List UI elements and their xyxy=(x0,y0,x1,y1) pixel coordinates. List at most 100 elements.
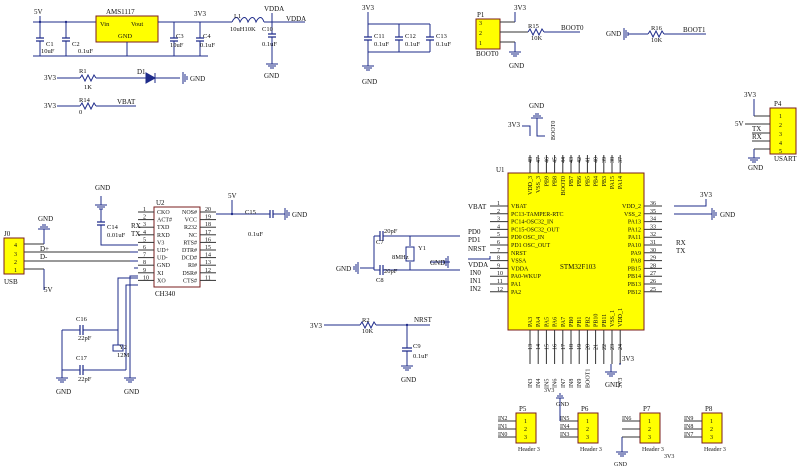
p6-caption: Header 3 xyxy=(580,447,602,453)
j0-body xyxy=(3,237,25,275)
p7-pin-3: 3 xyxy=(648,435,651,441)
usb-dplus-label: D+ xyxy=(40,245,49,253)
u1-pin-14-number: 14 xyxy=(536,344,542,350)
c12-value: 0.1uF xyxy=(405,41,420,48)
u1-boot0-net: BOOT0 xyxy=(551,121,557,140)
net-5v-label: 5V xyxy=(34,8,43,16)
net-vdda-label-right: VDDA xyxy=(286,15,306,23)
u2-pin-20-name: NOS# xyxy=(182,210,197,216)
u1-pin-41-name: PB5 xyxy=(585,176,591,186)
u1-pin-7-name: NRST xyxy=(511,251,527,257)
u2-pin-17-number: 17 xyxy=(205,230,211,236)
p4-net-5v: 5V xyxy=(735,120,744,128)
p6-pin-2: 2 xyxy=(586,427,589,433)
p1-gnd-label: GND xyxy=(509,62,524,70)
u1-ref: U1 xyxy=(496,166,505,174)
l1-ref: L1 xyxy=(234,13,241,20)
c17-ref: C17 xyxy=(76,355,88,362)
u1-pin-27-number: 27 xyxy=(650,271,656,277)
p6-net-in3: IN3 xyxy=(560,432,569,438)
u1-pin-3-name: PC14-OSC32_IN xyxy=(511,220,554,226)
u1-pin-33-number: 33 xyxy=(650,224,656,230)
u2-pin-7-number: 7 xyxy=(143,253,146,259)
u2-pin-20-number: 20 xyxy=(205,207,211,213)
u1-body xyxy=(507,172,645,331)
osc-gnd-label: GND xyxy=(336,265,351,273)
regulator-body xyxy=(95,15,159,43)
c7-ref: C7 xyxy=(376,239,384,246)
p4-pin-5: 5 xyxy=(779,149,782,155)
usart-header: P4 1 2 3 4 5 USART 3V3 5V TX RX GND xyxy=(735,91,797,172)
led-d1-symbol xyxy=(145,72,157,84)
u2-pin-10-number: 10 xyxy=(143,275,149,281)
power-supply-section: 5V C1 10uF C2 0.1uF AMS1117 Vin Vout GND… xyxy=(33,5,306,80)
c12-ref: C12 xyxy=(405,33,416,40)
u1-pin-28-name: PB15 xyxy=(628,266,641,272)
reset-3v3-label: 3V3 xyxy=(310,322,323,330)
u1-pin-29-name: PA8 xyxy=(631,259,641,265)
u1-pin-28-number: 28 xyxy=(650,263,656,269)
u1-pin-2-name: PC13-TAMPER-RTC xyxy=(511,212,564,218)
u1-top-gnd-label: GND xyxy=(529,102,544,110)
u1-pin-5-number: 5 xyxy=(497,232,500,238)
c14-ref: C14 xyxy=(107,224,119,231)
p6-body xyxy=(577,412,599,444)
led-gnd-label: GND xyxy=(190,75,205,83)
r14-value: 0 xyxy=(79,109,82,116)
osc-pd0-net: PD0 xyxy=(468,228,481,236)
u2-pin-4-number: 4 xyxy=(143,230,146,236)
u2-name: CH340 xyxy=(155,290,176,298)
u2-net-tx: TX xyxy=(131,230,140,238)
u1-pin-31-number: 31 xyxy=(650,240,656,246)
p1-3v3-label: 3V3 xyxy=(514,4,527,12)
u2-pin-4-name: RXD xyxy=(157,233,170,239)
u2-pin-19-number: 19 xyxy=(205,215,211,221)
p7-net-in6: IN6 xyxy=(622,416,631,422)
u1-pin-19-net: IN9 xyxy=(577,379,583,388)
u1-pin-45-number: 45 xyxy=(553,157,559,163)
u1-pin-38-name: PA15 xyxy=(610,176,616,189)
p4-net-tx: TX xyxy=(752,125,761,133)
u2-ref: U2 xyxy=(156,199,165,207)
u1-pin-3-number: 3 xyxy=(497,217,500,223)
u1-bottom-3v3-label: 3V3 xyxy=(622,355,635,363)
u1-pin-25-name: PB12 xyxy=(628,290,641,296)
u2-pin-3-name: TXD xyxy=(157,225,170,231)
u2-pin-13-name: RI# xyxy=(188,263,197,269)
u2-pin-2-number: 2 xyxy=(143,215,146,221)
p4-net-3v3: 3V3 xyxy=(744,91,757,99)
c7-value: 20pF xyxy=(384,228,398,235)
decouple-3v3-label: 3V3 xyxy=(362,4,375,12)
p6-pin-1: 1 xyxy=(586,419,589,425)
u1-pin-4-name: PC15-OSC32_OUT xyxy=(511,227,560,233)
u2-pin-15-name: DTR# xyxy=(182,248,197,254)
mcu-oscillator: C7 20pF C8 20pF GND Y1 8MHz GND PD0 PD1 xyxy=(336,228,481,284)
p8-net-in9: IN9 xyxy=(684,416,693,422)
u1-right-tx-net: TX xyxy=(676,247,685,255)
u1-pin-14-name: PA4 xyxy=(536,317,542,327)
usb-gnd-label: GND xyxy=(38,215,53,223)
u1-pin-6-name: PD1 OSC_OUT xyxy=(511,243,551,249)
u1-pin-19-number: 19 xyxy=(577,344,583,350)
u1-pin-17-name: PA7 xyxy=(561,317,567,327)
j0-caption: USB xyxy=(4,278,18,286)
u1-pin-1-number: 1 xyxy=(497,201,500,207)
r16-value: 10K xyxy=(651,37,663,44)
u2-pin-15-number: 15 xyxy=(205,245,211,251)
led-circuit: 3V3 R1 1K D1 GND xyxy=(44,68,205,91)
u1-pin-12-number: 12 xyxy=(497,287,503,293)
usb-dminus-label: D- xyxy=(40,253,48,261)
p7-body xyxy=(639,412,661,444)
p4-pin-3: 3 xyxy=(779,132,782,138)
u1-pin-47-number: 47 xyxy=(536,157,542,163)
j0-pin-4: 4 xyxy=(14,243,17,249)
decouple-gnd-label: GND xyxy=(362,78,377,86)
u1-pin-21-name: PB10 xyxy=(594,314,600,327)
u1-pin-43-number: 43 xyxy=(569,157,575,163)
u1-pin-22-name: PB11 xyxy=(602,314,608,327)
boot1-net-label: BOOT1 xyxy=(683,26,706,34)
p8-caption: Header 3 xyxy=(704,447,726,453)
